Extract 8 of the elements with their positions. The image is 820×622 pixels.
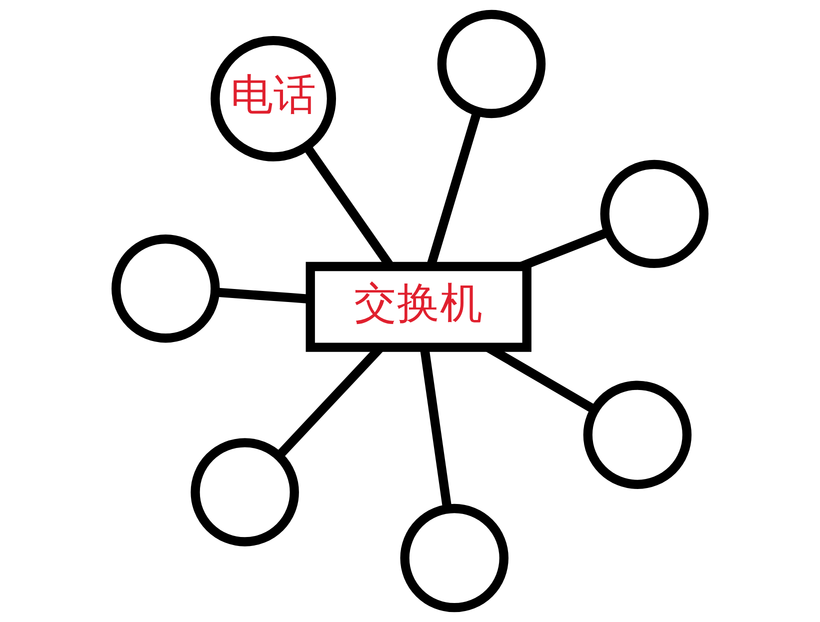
node-circle [600,160,708,268]
node-circle [437,10,546,118]
node-circle [112,234,220,343]
node-box: 交换机 [306,262,532,352]
node-circle [400,504,508,612]
node-circle: 电话 [210,36,336,162]
node-circle [190,438,299,546]
node-circle [583,380,692,489]
